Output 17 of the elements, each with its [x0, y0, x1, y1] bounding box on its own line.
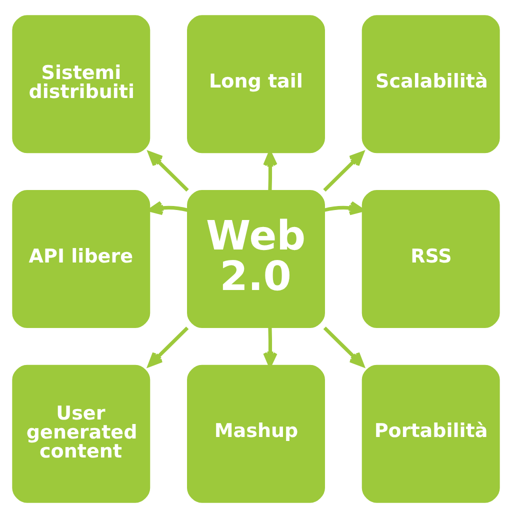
node-box: RSS — [362, 190, 500, 328]
arrow — [148, 326, 189, 367]
node-box: User generated content — [12, 364, 150, 503]
node-box: Portabilità — [362, 364, 500, 503]
arrow — [148, 201, 188, 216]
arrow — [323, 151, 364, 192]
node-box: Sistemi distribuiti — [12, 15, 150, 154]
node-box: Web 2.0 — [187, 190, 325, 328]
arrow — [263, 328, 278, 367]
node-box: API libere — [12, 190, 150, 328]
arrow — [148, 151, 189, 192]
node-box: Long tail — [187, 15, 325, 154]
arrow — [263, 151, 278, 190]
arrow — [324, 201, 364, 216]
node-box: Mashup — [187, 364, 325, 503]
arrow — [323, 326, 364, 367]
node-box: Scalabilità — [362, 15, 500, 154]
